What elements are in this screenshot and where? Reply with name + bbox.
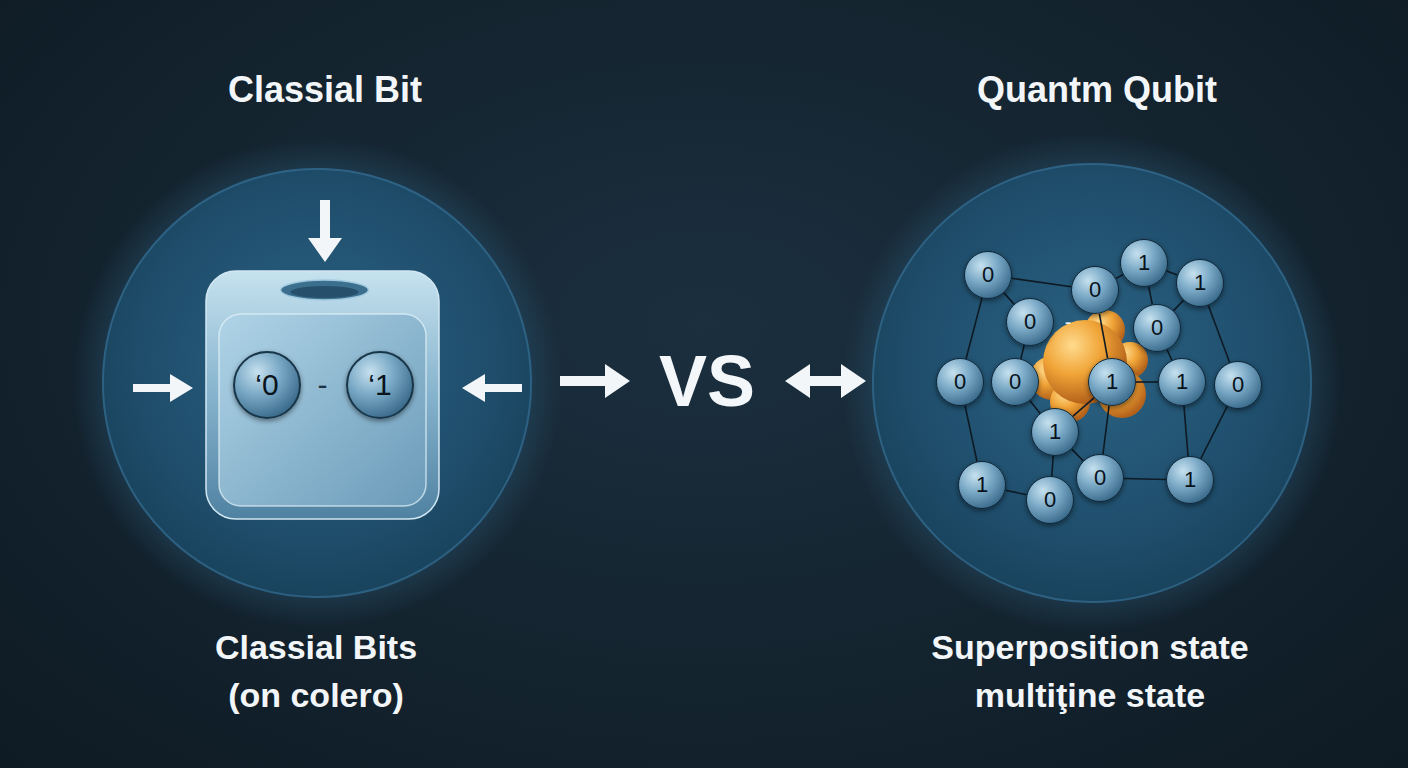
qubit-value: 0 (982, 262, 994, 288)
panel-disc (102, 168, 532, 598)
connector-line (1005, 490, 1026, 495)
panel-disc (872, 163, 1312, 603)
qubit-value: 1 (1184, 467, 1196, 493)
qubit-sphere: 0 (1026, 476, 1074, 524)
panel-caption: Superposition state multiţine state (910, 623, 1270, 719)
text-holder: Classial Bit (125, 68, 525, 112)
qubit-value: 0 (954, 369, 966, 395)
connector-line (1208, 305, 1229, 362)
connector-line (966, 298, 982, 359)
circle-rim (873, 164, 1311, 602)
qubit-value: 0 (1089, 277, 1101, 303)
connector-line (1124, 478, 1166, 481)
arrow-down (308, 200, 342, 262)
connector-line (1012, 278, 1071, 286)
qubit-value: 1 (1049, 419, 1061, 445)
qubit-sphere: 1 (1031, 408, 1079, 456)
qubit-sphere: 0 (1071, 266, 1119, 314)
qubit-value: 0 (1232, 372, 1244, 398)
cube-slot-inner (291, 286, 359, 298)
text-holder: VS (557, 338, 857, 424)
circle-rim (103, 169, 531, 597)
qubit-sphere: 1 (1158, 358, 1206, 406)
arrow-right (560, 364, 630, 398)
panel-glow (72, 138, 562, 628)
qubit-sphere: 1 (958, 461, 1006, 509)
state-circle: 0011000011011001Quantm QubitSuperpositio… (872, 163, 1312, 603)
qubit-sphere: 0 (1133, 304, 1181, 352)
qubit-sphere: 0 (1006, 298, 1054, 346)
qubit-sphere: 1 (1088, 358, 1136, 406)
connector-line (1021, 345, 1024, 358)
connector-line (1167, 350, 1172, 360)
cube-face (219, 314, 426, 506)
qubit-value: 0 (1024, 309, 1036, 335)
text-holder: Quantm Qubit (887, 68, 1307, 112)
panel-glow (842, 133, 1342, 633)
qubit-sphere: 0 (1214, 361, 1262, 409)
qubit-sphere: 0 (1076, 454, 1124, 502)
connector-line (1201, 406, 1227, 458)
dash-label: - (1065, 310, 1072, 334)
arrow-double (785, 364, 866, 398)
text-holder: Classial Bits (on colero) (201, 623, 431, 719)
qubit-value: 1 (1138, 250, 1150, 276)
bit-value: ‘0 (255, 368, 278, 402)
qubit-sphere: 1 (1176, 259, 1224, 307)
connector-line (1174, 300, 1184, 310)
arrow-left (462, 374, 522, 402)
connector-line (1103, 406, 1109, 454)
qubit-sphere: 1 (1120, 239, 1168, 287)
bit-sphere: ‘1 (346, 351, 414, 419)
qubit-value: 1 (1106, 369, 1118, 395)
vs-label: VS (659, 338, 755, 424)
qubit-value: 1 (976, 472, 988, 498)
qubit-sphere: 0 (991, 358, 1039, 406)
qubit-value: 1 (1194, 270, 1206, 296)
bit-cube: ‘0 ‘1 - (205, 270, 440, 520)
text-holder: Superposition state multiţine state (910, 623, 1270, 719)
bit-value: ‘1 (368, 368, 391, 402)
cube-slot (281, 280, 369, 300)
qubit-sphere: 0 (936, 358, 984, 406)
connector-line (1149, 287, 1153, 305)
qubit-value: 0 (1151, 315, 1163, 341)
connector-line (1116, 275, 1123, 279)
connector-line (1004, 293, 1014, 304)
connector-line (965, 405, 977, 461)
connector-line (1030, 401, 1040, 414)
state-circle: ‘0‘1-Classial BitClassial Bits (on coler… (102, 168, 532, 598)
connector-line (1073, 398, 1094, 416)
connector-line (1072, 449, 1083, 461)
panel-caption: Classial Bits (on colero) (201, 623, 431, 719)
panel-title: Quantm Qubit (887, 68, 1307, 112)
connector-line (1167, 271, 1178, 275)
qubit-value: 0 (1094, 465, 1106, 491)
cube-body (206, 271, 439, 519)
connector-line (1052, 456, 1053, 476)
connector-line (1099, 314, 1107, 359)
arrow-right (133, 374, 193, 402)
qubit-value: 0 (1044, 487, 1056, 513)
panel-title: Classial Bit (125, 68, 525, 112)
separator-dash: - (318, 368, 328, 402)
qubit-sphere: 0 (964, 251, 1012, 299)
connector-line (1184, 406, 1188, 456)
connector-line (1136, 381, 1158, 383)
bit-sphere: ‘0 (233, 351, 301, 419)
qubit-sphere: 1 (1166, 456, 1214, 504)
qubit-value: 0 (1009, 369, 1021, 395)
qubit-value: 1 (1176, 369, 1188, 395)
